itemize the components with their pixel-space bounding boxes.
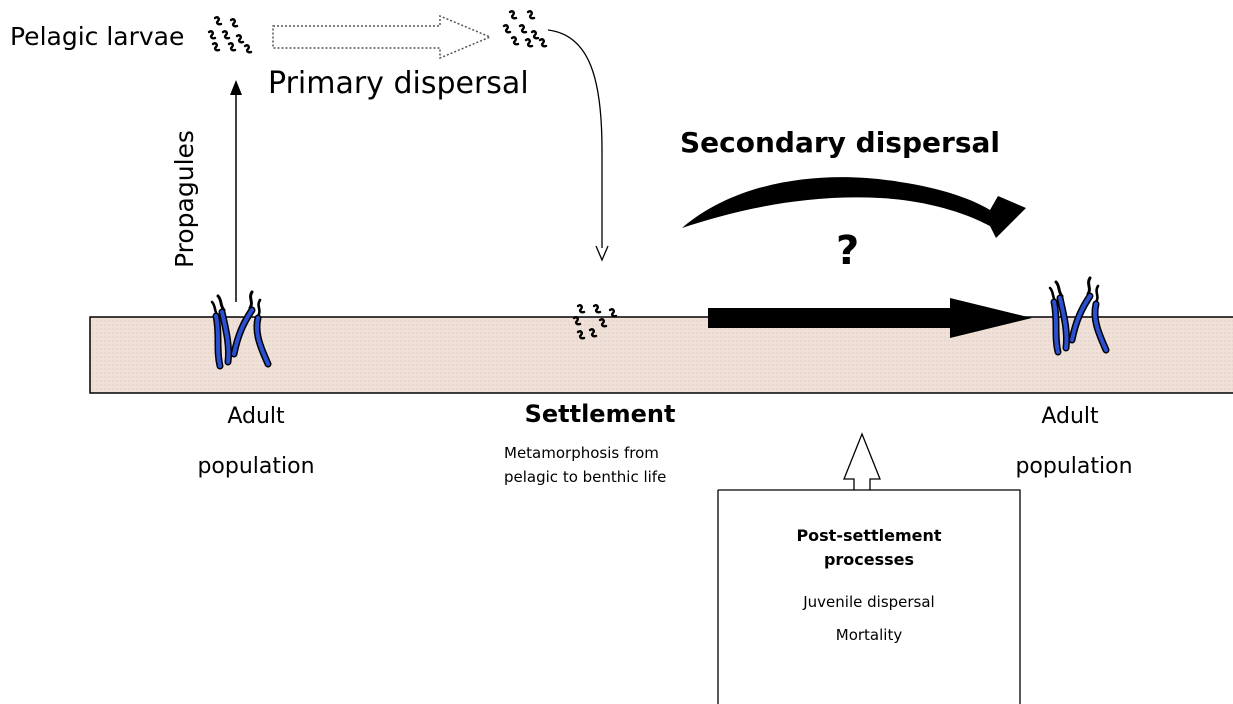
- juvenile-dispersal-label: Juvenile dispersal: [803, 593, 935, 611]
- sediment-band: [89, 316, 1233, 394]
- secondary-dispersal-curved-arrow: [682, 177, 1026, 238]
- mortality-label: Mortality: [835, 626, 903, 644]
- adult-right-line2: population: [1015, 454, 1133, 479]
- post-settlement-line2: processes: [823, 550, 915, 569]
- adult-left-line2: population: [197, 454, 315, 479]
- settling-arrowhead: [595, 245, 609, 262]
- settling-arrow: [547, 29, 603, 248]
- juvenile-movement-arrow: [708, 298, 1032, 338]
- larvae-cluster-icon: [502, 10, 548, 48]
- adult-right-line1: Adult: [1041, 404, 1099, 429]
- larvae-cluster-icon: [207, 16, 253, 54]
- primary-dispersal-arrow: [272, 14, 492, 60]
- post-settlement-box: [717, 489, 1021, 704]
- post-settlement-up-arrow: [843, 432, 881, 491]
- propagules-arrowhead: [230, 80, 242, 95]
- settlement-label: Settlement: [524, 400, 676, 428]
- post-settlement-line1: Post-settlement: [796, 526, 942, 545]
- settlement-desc-line2: pelagic to benthic life: [504, 468, 667, 486]
- secondary-dispersal-label: Secondary dispersal: [680, 126, 1000, 159]
- adult-left-line1: Adult: [227, 404, 285, 429]
- settlement-desc-line1: Metamorphosis from: [504, 444, 659, 462]
- primary-dispersal-label: Primary dispersal: [268, 66, 529, 101]
- question-mark: ?: [836, 228, 860, 274]
- pelagic-larvae-label: Pelagic larvae: [10, 22, 185, 51]
- propagules-label: Propagules: [170, 130, 199, 268]
